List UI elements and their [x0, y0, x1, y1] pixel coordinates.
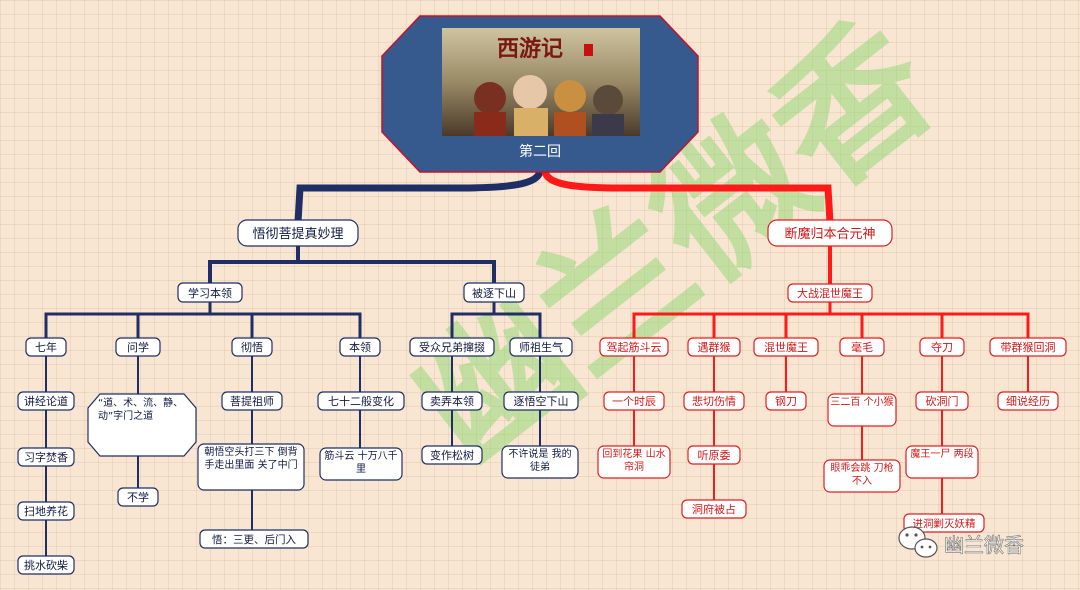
node-angry[interactable]: 师祖生气 — [510, 338, 572, 356]
svg-text:变作松树: 变作松树 — [430, 448, 474, 462]
svg-text:逐悟空下山: 逐悟空下山 — [514, 394, 569, 408]
svg-text:扫地养花: 扫地养花 — [24, 504, 68, 518]
svg-text:断魔归本合元神: 断魔归本合元神 — [784, 227, 875, 242]
node-hair-fight[interactable]: 眼乖会跳 刀枪不入 — [824, 460, 900, 492]
node-left-main[interactable]: 悟彻菩提真妙理 — [238, 220, 358, 246]
svg-text:被逐下山: 被逐下山 — [472, 287, 516, 300]
node-cloud-time[interactable]: 一个时辰 — [604, 392, 664, 410]
node-battle[interactable]: 大战混世魔王 — [788, 284, 872, 302]
svg-text:毫毛: 毫毛 — [851, 340, 873, 354]
svg-text:混世魔王: 混世魔王 — [764, 340, 808, 354]
node-step-4[interactable]: 挑水砍柴 — [18, 556, 74, 574]
svg-text:本领: 本领 — [349, 340, 371, 354]
svg-text:菩提祖师: 菩提祖师 — [230, 394, 274, 408]
svg-text:一个时辰: 一个时辰 — [612, 395, 656, 408]
node-angry-warn[interactable]: 不许说是 我的徒弟 — [502, 446, 578, 478]
node-meaning[interactable]: 悟：三更、后门入 — [200, 530, 308, 548]
node-cloud-dest[interactable]: 回到花果 山水帘洞 — [598, 446, 670, 478]
badge-text: 幽兰微香 — [944, 533, 1024, 557]
node-monkeys-loss[interactable]: 洞府被占 — [682, 500, 746, 518]
node-sword-kill[interactable]: 魔王一尸 两段 — [906, 446, 978, 478]
connector-root-left — [298, 170, 540, 222]
svg-text:七十二般变化: 七十二般变化 — [328, 394, 394, 408]
svg-text:不学: 不学 — [127, 490, 149, 504]
node-monkeys-cry[interactable]: 悲切伤情 — [684, 392, 744, 410]
svg-text:带群猴回洞: 带群猴回洞 — [1001, 340, 1056, 354]
svg-text:遇群猴: 遇群猴 — [698, 340, 731, 354]
node-demon[interactable]: 混世魔王 — [754, 338, 818, 356]
svg-text:听原委: 听原委 — [698, 449, 731, 462]
node-skill[interactable]: 本领 — [340, 338, 380, 356]
svg-text:大战混世魔王: 大战混世魔王 — [797, 286, 863, 300]
svg-text:学习本领: 学习本领 — [188, 286, 232, 300]
root-node[interactable]: 西游记 第二回 — [382, 16, 698, 172]
svg-text:七年: 七年 — [35, 340, 57, 354]
node-study[interactable]: 学习本领 — [178, 283, 242, 302]
svg-text:悟：三更、后门入: 悟：三更、后门入 — [212, 533, 296, 546]
node-show-act[interactable]: 卖弄本领 — [422, 392, 482, 410]
node-sword[interactable]: 夺刀 — [920, 338, 964, 356]
svg-text:细说经历: 细说经历 — [1006, 394, 1050, 408]
svg-text:驾起筋斗云: 驾起筋斗云 — [607, 340, 662, 354]
svg-text:进洞剿灭妖精: 进洞剿灭妖精 — [913, 517, 976, 530]
node-right-main[interactable]: 断魔归本合元神 — [768, 220, 892, 246]
node-ask-note[interactable]: “道、术、流、静、动”字门之道 — [88, 394, 196, 456]
node-step-3[interactable]: 扫地养花 — [18, 502, 74, 520]
node-hair[interactable]: 毫毛 — [840, 338, 884, 356]
svg-text:钢刀: 钢刀 — [775, 395, 797, 408]
node-master[interactable]: 菩提祖师 — [222, 392, 282, 410]
svg-text:彻悟: 彻悟 — [241, 340, 263, 354]
svg-text:卖弄本领: 卖弄本领 — [430, 394, 474, 408]
node-step-1[interactable]: 讲经论道 — [18, 392, 74, 410]
node-monkeys-cause[interactable]: 听原委 — [688, 446, 740, 464]
node-cloud-skill[interactable]: 筋斗云 十万八千里 — [320, 448, 402, 480]
node-seven-years[interactable]: 七年 — [26, 338, 66, 356]
svg-text:悟彻菩提真妙理: 悟彻菩提真妙理 — [252, 226, 343, 242]
node-home-story[interactable]: 细说经历 — [998, 392, 1058, 410]
node-enlighten[interactable]: 彻悟 — [232, 338, 272, 356]
node-action[interactable]: 朝悟空头打三下 倒背手走出里面 关了中门 — [198, 444, 304, 490]
node-angry-order[interactable]: 逐悟空下山 — [504, 392, 578, 410]
poster-title: 西游记 — [497, 36, 563, 62]
node-monkeys[interactable]: 遇群猴 — [688, 338, 740, 356]
node-sword-gate[interactable]: 砍洞门 — [916, 392, 968, 410]
node-hair-clones[interactable]: 三二百 个小猴 — [828, 394, 896, 426]
node-demon-weapon[interactable]: 钢刀 — [766, 392, 806, 410]
node-expelled[interactable]: 被逐下山 — [464, 283, 524, 302]
node-cloud[interactable]: 驾起筋斗云 — [600, 338, 668, 356]
svg-text:挑水砍柴: 挑水砍柴 — [24, 558, 68, 572]
svg-text:问学: 问学 — [127, 340, 149, 354]
node-step-2[interactable]: 习字焚香 — [18, 448, 74, 466]
svg-text:习字焚香: 习字焚香 — [24, 450, 68, 464]
svg-text:砍洞门: 砍洞门 — [926, 394, 959, 408]
svg-text:讲经论道: 讲经论道 — [24, 394, 68, 408]
poster-image: 西游记 — [442, 28, 640, 136]
node-skill-name[interactable]: 七十二般变化 — [318, 392, 404, 410]
svg-text:受众兄弟撺掇: 受众兄弟撺掇 — [419, 340, 485, 354]
svg-text:师祖生气: 师祖生气 — [519, 340, 563, 354]
node-ask-result[interactable]: 不学 — [118, 488, 158, 506]
root-title: 第二回 — [519, 143, 561, 160]
poster-seal-icon — [584, 44, 593, 56]
node-show-form[interactable]: 变作松树 — [422, 446, 482, 464]
node-home[interactable]: 带群猴回洞 — [990, 338, 1066, 356]
svg-text:夺刀: 夺刀 — [931, 341, 953, 354]
node-show-off[interactable]: 受众兄弟撺掇 — [410, 338, 494, 356]
svg-text:洞府被占: 洞府被占 — [692, 502, 736, 516]
node-ask[interactable]: 问学 — [116, 338, 160, 356]
svg-text:悲切伤情: 悲切伤情 — [692, 394, 736, 408]
